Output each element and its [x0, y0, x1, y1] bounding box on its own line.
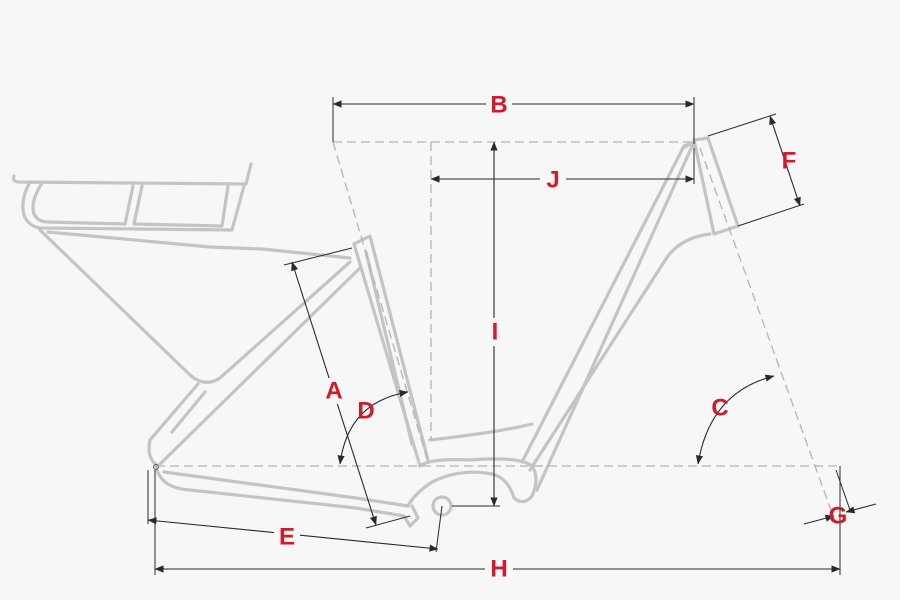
seat-tube-axis	[332, 141, 429, 463]
reference-lines	[156, 141, 840, 525]
down-tube	[535, 140, 696, 492]
label-i: I	[492, 319, 499, 346]
label-b: B	[490, 92, 507, 119]
down-tube-bridge	[428, 422, 534, 442]
rear-axle	[153, 464, 159, 470]
seat-stay-inner	[170, 390, 207, 434]
dim-g-ext-diagonal	[835, 469, 851, 511]
dim-a-ext-bottom	[365, 515, 411, 529]
dim-g-arrow-right	[845, 503, 877, 514]
dim-f-line	[769, 115, 801, 207]
dim-f-ext-top	[707, 113, 777, 137]
dimension-labels: B J I A D C F G E H	[274, 92, 847, 583]
head-tube	[692, 136, 740, 236]
label-d: D	[357, 398, 374, 425]
down-tube-inner	[520, 146, 685, 464]
dim-g-arrow-left	[803, 514, 835, 525]
dim-f-ext-bottom	[737, 203, 805, 227]
label-j: J	[546, 167, 559, 194]
bottom-bracket	[431, 495, 453, 517]
dimension-lines	[147, 97, 877, 575]
dim-d-arc	[337, 389, 409, 465]
label-a: A	[325, 378, 342, 405]
dim-c-arc	[695, 374, 775, 465]
head-tube-top	[682, 140, 696, 148]
rear-rack	[11, 162, 352, 384]
down-tube-lower	[528, 232, 712, 472]
bike-frame	[11, 136, 740, 528]
label-g: G	[829, 503, 848, 530]
seat-tube	[352, 234, 430, 462]
label-f: F	[782, 148, 797, 175]
label-c: C	[711, 395, 728, 422]
motor-housing	[406, 457, 538, 508]
head-tube-axis	[699, 147, 837, 525]
label-e: E	[279, 524, 295, 551]
label-h: H	[490, 556, 507, 583]
